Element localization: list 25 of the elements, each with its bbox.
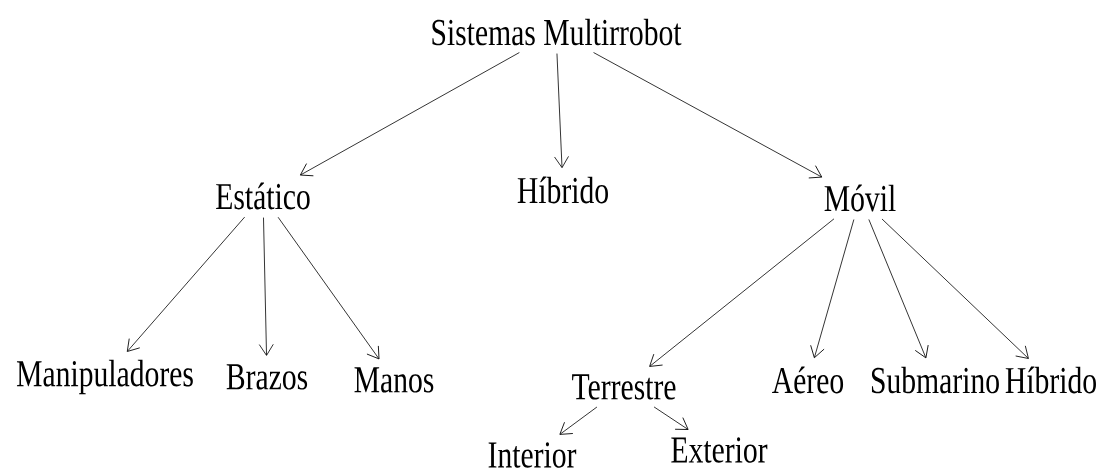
category-label: Manos [354, 367, 434, 393]
category-label: Interior [488, 442, 577, 468]
category-label: Móvil [824, 184, 896, 212]
category-label: Submarino [871, 366, 999, 394]
category-label: Sistemas Multirrobot [432, 18, 682, 46]
category-label: Aéreo [772, 366, 844, 394]
category-label: Estático [216, 182, 310, 210]
category-label: Manipuladores [16, 359, 193, 395]
arrow [554, 53, 569, 169]
arrow [653, 406, 689, 430]
arrow [559, 406, 598, 435]
arrow [868, 219, 929, 359]
arrow [299, 52, 520, 177]
category-label: Brazos [226, 364, 308, 390]
arrow [258, 217, 274, 356]
category-label: Híbrido [1005, 366, 1096, 394]
category-label: Exterior [671, 437, 768, 463]
arrow [126, 216, 246, 352]
arrow [277, 216, 380, 360]
arrow [881, 218, 1029, 359]
category-label: Terrestre [572, 374, 676, 400]
arrow [810, 219, 855, 359]
arrow [649, 218, 835, 367]
arrow [593, 52, 823, 179]
category-label: Híbrido [517, 176, 608, 204]
